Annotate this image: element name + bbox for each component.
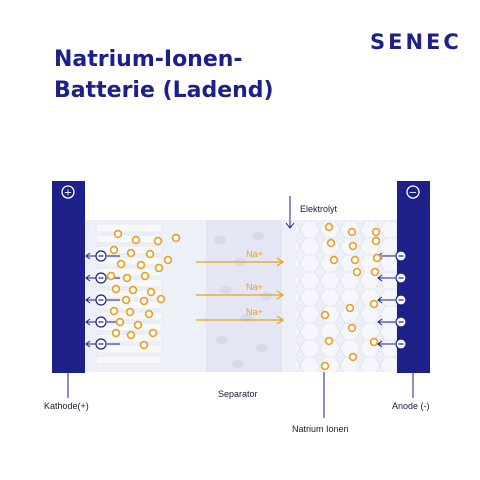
elektrolyt-pointer [285,196,295,229]
sodium-ion [348,241,358,251]
na-label: Na+ [246,249,263,259]
sodium-ion [369,337,379,347]
negative-terminal-icon: − [406,185,420,199]
cathode-electrode [52,181,85,373]
sodium-ions [106,222,382,371]
cathode-layer [95,355,163,365]
sodium-ion [320,310,330,320]
sodium-ion [136,260,146,270]
title-line-1: Natrium-Ionen- [54,47,243,72]
cathode-layer [95,234,163,244]
arrow-head [85,274,91,282]
sodium-ion [111,284,121,294]
arrow-head [85,252,91,260]
title-line-2: Batterie (Ladend) [54,78,274,103]
anode-electrons [377,250,407,350]
sodium-ion [324,336,334,346]
cathode-electrons [85,250,120,350]
natrium-ionen-label: Natrium Ionen [292,424,349,434]
sodium-ion [109,245,119,255]
page-title: Natrium-Ionen- Batterie (Ladend) [54,44,274,106]
sodium-ion [113,229,123,239]
sodium-ion [133,320,143,330]
sodium-ion [121,295,131,305]
svg-text:+: + [64,188,72,199]
arrow-head [85,318,91,326]
sodium-ion [347,227,357,237]
kathode-label: Kathode(+) [44,401,89,411]
sodium-ion [320,361,330,371]
arrow-head [85,296,91,304]
sodium-ion [122,273,132,283]
elektrolyt-label: Elektrolyt [300,204,338,214]
arrow-head [85,340,91,348]
sodium-ion [372,253,382,263]
sodium-ion [140,271,150,281]
arrow-head [377,340,383,348]
separator-label: Separator [218,389,258,399]
arrow-head [377,318,383,326]
separator-pore [214,236,226,244]
sodium-ion [153,236,163,246]
sodium-ion [126,330,136,340]
sodium-ion [115,317,125,327]
na-label: Na+ [246,307,263,317]
separator-pore [252,232,264,240]
anode-label: Anode (-) [392,401,430,411]
separator-pore [232,360,244,368]
sodium-ion [139,340,149,350]
sodium-ion [131,235,141,245]
sodium-ion [126,248,136,258]
sodium-ion [116,259,126,269]
sodium-ion [148,328,158,338]
separator-pore [260,292,272,300]
sodium-ion [329,255,339,265]
cathode-layer [95,223,163,233]
sodium-ion [128,285,138,295]
senec-logo: SENEC [370,30,462,54]
arrow-head [377,296,383,304]
sodium-ion [324,222,334,232]
sodium-ion [154,263,164,273]
sodium-ion [370,267,380,277]
sodium-ion [144,309,154,319]
sodium-ion [352,267,362,277]
sodium-ion [106,271,116,281]
na-arrow-head [276,290,285,300]
sodium-ion [156,294,166,304]
na-arrow-head [276,257,285,267]
sodium-ion [345,303,355,313]
arrow-head [377,274,383,282]
anode-structure [296,220,396,372]
sodium-ion [348,352,358,362]
positive-terminal-icon: + [61,185,75,199]
separator-pore [256,344,268,352]
na-label: Na+ [246,282,263,292]
sodium-ion [146,287,156,297]
separator-pore [220,286,232,294]
svg-text:−: − [409,188,417,199]
sodium-ion [369,299,379,309]
sodium-ion [371,236,381,246]
separator-pore [216,336,228,344]
sodium-ion [111,328,121,338]
sodium-ion [326,238,336,248]
sodium-ion [171,233,181,243]
sodium-ion [125,307,135,317]
sodium-ion [163,255,173,265]
na-ion-arrows: Na+ Na+ Na+ [196,249,285,325]
cathode-layer [95,322,163,332]
cathode-layer [95,256,163,266]
na-arrow-head [276,315,285,325]
sodium-ion [371,227,381,237]
sodium-ion [109,306,119,316]
separator-texture [214,232,272,368]
sodium-ion [145,249,155,259]
sodium-ion [347,323,357,333]
sodium-ion [350,255,360,265]
cathode-layers [95,223,163,365]
sodium-ion [139,296,149,306]
